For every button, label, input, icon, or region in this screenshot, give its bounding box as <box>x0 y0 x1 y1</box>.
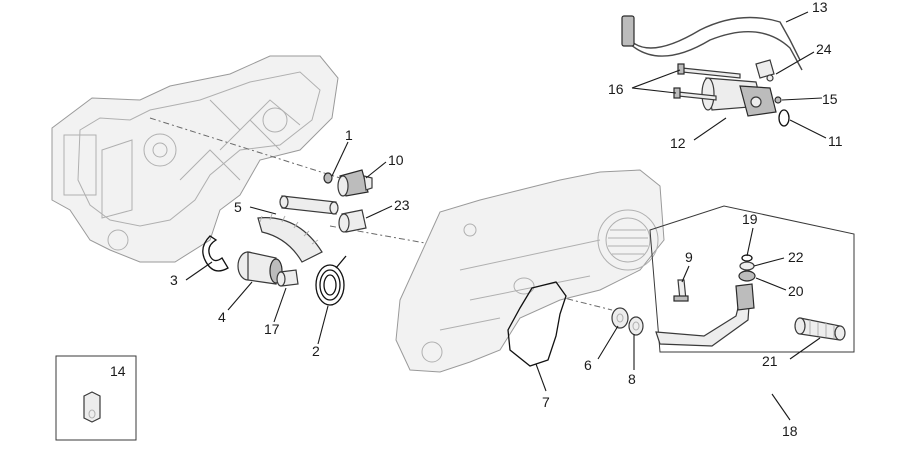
callout-1: 1 <box>345 127 353 143</box>
leader-lines <box>185 11 827 421</box>
spring-20 <box>738 270 756 282</box>
callout-2: 2 <box>312 343 320 359</box>
cable-clip-14 <box>83 391 101 423</box>
spindle-gear-4 <box>237 251 283 285</box>
terminal-24 <box>766 74 774 82</box>
callout-23: 23 <box>394 197 410 213</box>
crankcase-left <box>51 55 339 263</box>
washer-6 <box>611 307 629 329</box>
bushing-23 <box>338 209 367 233</box>
callout-7: 7 <box>542 394 550 410</box>
callout-4: 4 <box>218 309 226 325</box>
oring-11 <box>778 109 790 127</box>
callout-3: 3 <box>170 272 178 288</box>
return-spring-2 <box>315 255 347 306</box>
callout-10: 10 <box>388 152 404 168</box>
callout-11: 11 <box>828 133 843 149</box>
callout-14: 14 <box>110 363 126 379</box>
callout-18: 18 <box>782 423 798 439</box>
starter-pinion-10 <box>337 169 373 197</box>
kick-lever-21 <box>655 283 846 347</box>
callout-15: 15 <box>822 91 838 107</box>
callout-13: 13 <box>812 0 828 15</box>
callout-19: 19 <box>742 211 758 227</box>
callout-6: 6 <box>584 357 592 373</box>
seal-8 <box>628 316 644 336</box>
callout-9: 9 <box>685 249 693 265</box>
callout-20: 20 <box>788 283 804 299</box>
callout-22: 22 <box>788 249 804 265</box>
bolt-9 <box>673 279 689 302</box>
callout-21: 21 <box>762 353 778 369</box>
bushing-17 <box>276 269 299 287</box>
starter-motor-12 <box>701 59 777 117</box>
shaft-5 <box>279 195 339 215</box>
callout-17: 17 <box>264 321 280 337</box>
callout-8: 8 <box>628 371 636 387</box>
nut-15 <box>774 96 782 104</box>
callout-12: 12 <box>670 135 686 151</box>
washer-22 <box>739 261 755 271</box>
gasket-7 <box>507 281 567 367</box>
transmission-cover <box>395 169 665 373</box>
axis-line-upper <box>149 117 341 179</box>
callout-labels: 1 10 5 23 3 4 17 2 7 6 8 9 19 22 20 21 1… <box>110 0 843 439</box>
bolts-16 <box>673 63 741 101</box>
clip-detail-box <box>55 355 137 441</box>
callout-16: 16 <box>608 81 624 97</box>
starter-cable-13 <box>621 15 803 71</box>
spring-clip-3 <box>202 235 229 272</box>
axis-line-kick <box>539 291 613 311</box>
gear-sector-5 <box>257 213 323 263</box>
axis-line-lower <box>329 225 521 261</box>
pin-1 <box>323 172 333 184</box>
callout-5: 5 <box>234 199 242 215</box>
callout-24: 24 <box>816 41 832 57</box>
